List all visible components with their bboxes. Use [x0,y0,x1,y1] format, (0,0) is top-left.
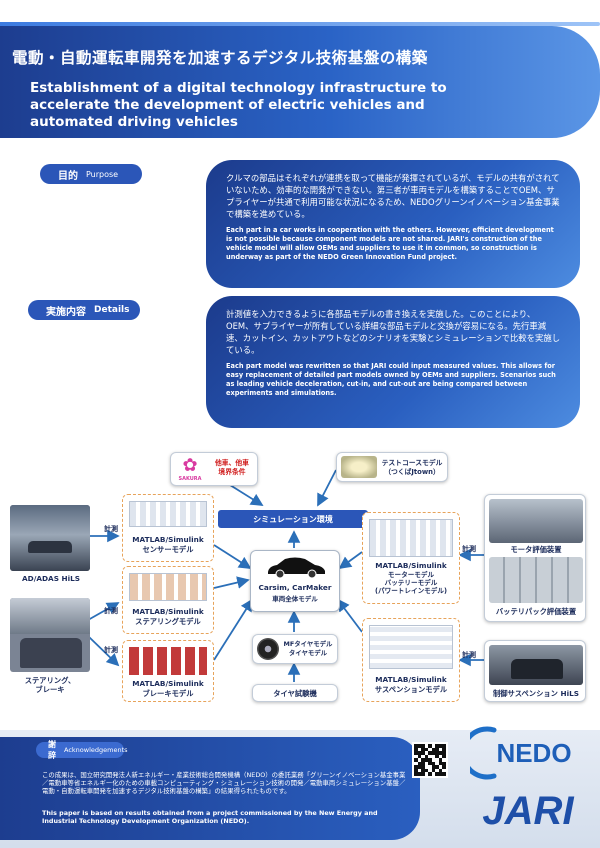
arrow-sakura-to-sim [229,484,264,506]
suspension-hils-label: 制御サスペンション HiLS [492,689,580,698]
jari-logo: JARI [482,789,574,832]
jari-logo-text: JARI [482,789,574,832]
measure-label-1: 計測 [104,525,118,533]
arrow-steer-to-steering [87,602,120,621]
acknowledgement-tag: 謝辞 Acknowledgements [36,740,128,760]
purpose-text-jp: クルマの部品はそれぞれが連携を取って機能が発揮されているが、モデルの共有がされて… [226,173,560,219]
sakura-logo-text: SAKURA [178,476,202,482]
arrow-motor-to-vehicle [338,551,363,570]
carsim-label: Carsim, CarMaker [258,583,332,592]
details-tag-jp: 実施内容 [46,306,86,318]
nedo-logo: NEDO [470,726,572,780]
measure-label-2: 計測 [104,607,118,615]
title-japanese: 電動・自動運転車開発を加速するデジタル技術基盤の構築 [12,49,428,67]
details-text-en: Each part model was rewritten so that JA… [226,362,556,397]
sakura-card: ✿ SAKURA 他車、他車 境界条件 [170,452,258,486]
adas-hils-label: AD/ADAS HiLS [21,574,81,583]
ack-tag-jp: 謝辞 [48,740,56,760]
vehicle-model-card: Carsim, CarMaker 車両全体モデル [250,550,340,612]
test-course-label: テストコースモデル （つくばJtown） [381,459,443,476]
header-accent-line [0,22,600,26]
steering-brake-image [10,598,90,672]
car-icon [268,557,325,579]
purpose-tag: 目的 Purpose [40,164,142,184]
steering-brake-label: ステアリング、 ブレーキ [24,676,76,694]
brake-model-box: MATLAB/Simulink ブレーキモデル [122,640,214,702]
arrow-steering-to-vehicle [213,576,250,589]
purpose-tag-en: Purpose [86,169,119,179]
motor-eval-label: モータ評価装置 [510,545,562,554]
suspension-hils-photo [489,645,583,685]
arrow-steer-to-brake [87,635,120,667]
tire-model-label: MFタイヤモデル タイヤモデル [283,640,333,657]
motor-model-name: モーターモデル バッテリーモデル (パワートレインモデル) [375,571,447,595]
sensor-model-box: MATLAB/Simulink センサーモデル [122,494,214,562]
nedo-logo-text: NEDO [496,738,571,768]
motor-eval-photo [489,499,583,543]
qr-code[interactable] [412,742,448,778]
suspension-model-box: MATLAB/Simulink サスペンションモデル [362,618,460,702]
measure-label-5: 計測 [462,651,476,659]
steering-model-title: MATLAB/Simulink [132,607,204,616]
suspension-model-name: サスペンションモデル [374,685,448,694]
other-vehicles-label: 他車、他車 境界条件 [215,459,249,476]
acknowledgement-text-en: This paper is based on results obtained … [42,809,378,826]
purpose-panel: クルマの部品はそれぞれが連携を取って機能が発揮されているが、モデルの共有がされて… [206,160,580,288]
arrow-sensor-to-vehicle [213,544,252,569]
steering-model-diagram [129,573,207,601]
battery-eval-photo [489,557,583,603]
battery-eval-label: バッテリパック評価装置 [495,607,577,616]
sensor-model-name: センサーモデル [142,545,194,554]
test-course-card: テストコースモデル （つくばJtown） [336,452,448,482]
details-tag-en: Details [94,305,130,315]
purpose-tag-jp: 目的 [58,170,78,182]
tire-model-card: MFタイヤモデル タイヤモデル [252,634,338,664]
suspension-model-diagram [369,625,453,669]
motor-battery-card: モータ評価装置 バッテリパック評価装置 [484,494,586,622]
arrow-suspension-to-vehicle [336,598,363,633]
sensor-model-title: MATLAB/Simulink [132,535,204,544]
purpose-text-en: Each part in a car works in cooperation … [226,226,554,261]
arrow-course-to-sim [317,469,337,507]
measure-label-4: 計測 [462,545,476,553]
steering-model-box: MATLAB/Simulink ステアリングモデル [122,566,214,634]
simulation-environment: シミュレーション環境 [218,510,368,528]
suspension-hils-card: 制御サスペンション HiLS [484,640,586,702]
motor-model-box: MATLAB/Simulink モーターモデル バッテリーモデル (パワートレイ… [362,512,460,604]
motor-model-diagram [369,519,453,557]
acknowledgement-text-jp: この成果は、国立研究開発法人新エネルギー・産業技術総合開発機構（NEDO）の委託… [42,771,406,796]
arrow-brake-to-vehicle [213,598,253,661]
motor-model-title: MATLAB/Simulink [375,561,447,570]
brake-model-name: ブレーキモデル [142,689,194,698]
header-banner [0,26,600,138]
details-tag: 実施内容 Details [28,300,140,320]
brake-model-title: MATLAB/Simulink [132,679,204,688]
tire-test-label: タイヤ試験機 [273,688,317,698]
tire-test-card: タイヤ試験機 [252,684,338,702]
details-panel: 計測値を入力できるように各部品モデルの書き換えを実施した。このことにより、OEM… [206,296,580,428]
measure-label-3: 計測 [104,646,118,654]
sensor-model-diagram [129,501,207,527]
steering-model-name: ステアリングモデル [135,617,201,626]
details-text-jp: 計測値を入力できるように各部品モデルの書き換えを実施した。このことにより、OEM… [226,309,561,355]
adas-hils-image [10,505,90,571]
suspension-model-title: MATLAB/Simulink [375,675,447,684]
test-course-map [341,456,377,478]
diagram-arrows [87,469,484,682]
vehicle-model-label: 車両全体モデル [272,595,318,603]
sakura-flower-icon: ✿ [182,455,198,476]
ack-tag-en: Acknowledgements [64,746,128,754]
tire-icon [257,638,279,660]
title-english: Establishment of a digital technology in… [30,80,447,130]
brake-model-diagram [129,647,207,675]
